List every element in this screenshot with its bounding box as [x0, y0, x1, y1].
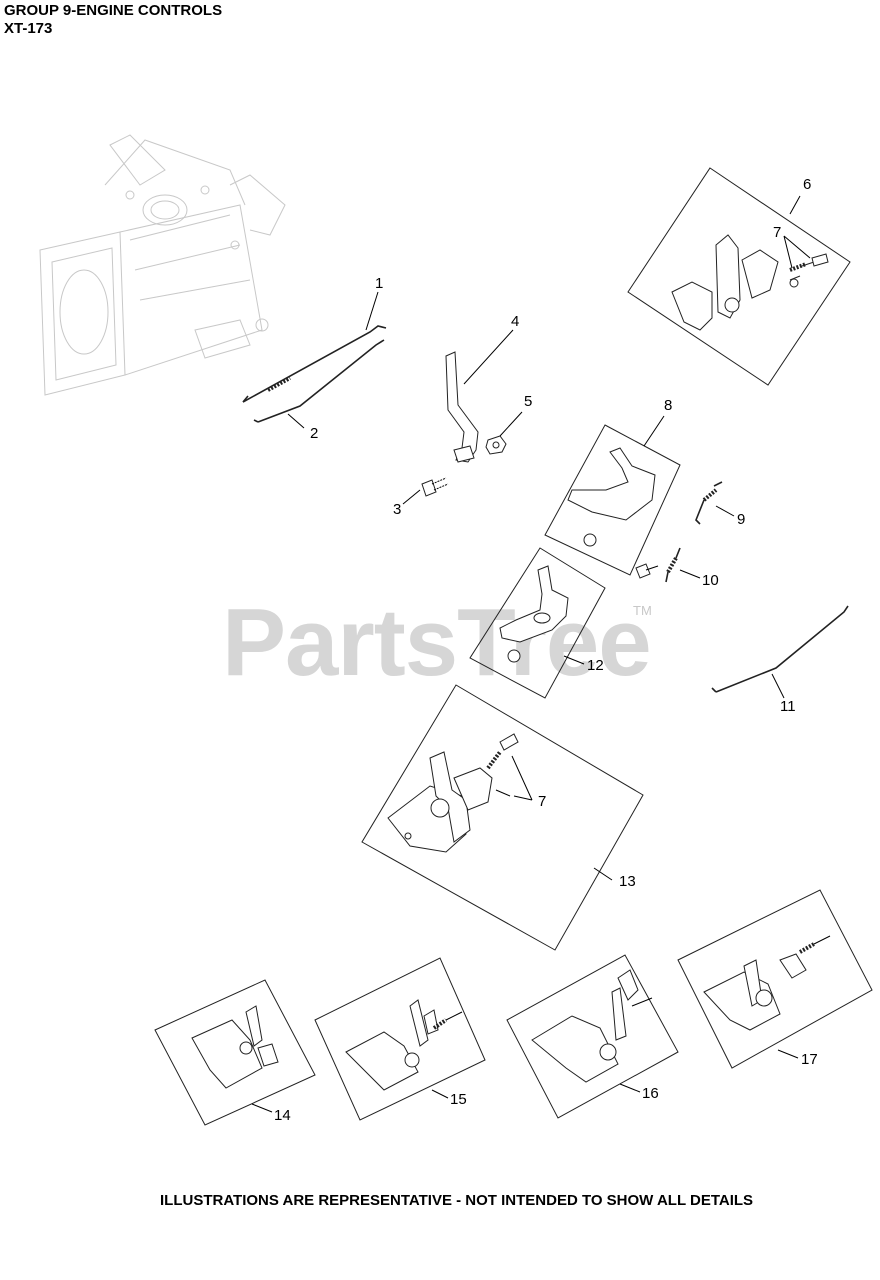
control-plate-assembly-part-14 [154, 979, 316, 1126]
callout-5: 5 [524, 393, 532, 410]
clamp-bolt-part-3 [421, 477, 449, 497]
callout-1: 1 [375, 275, 383, 292]
engine-block-outline [39, 134, 286, 396]
callout-3: 3 [393, 501, 401, 518]
callout-13: 13 [619, 873, 636, 890]
choke-rod-part-11 [711, 605, 849, 693]
diagram-group-title: GROUP 9-ENGINE CONTROLS [4, 2, 223, 19]
callout-17: 17 [801, 1051, 818, 1068]
governor-spring-part-9 [695, 481, 723, 525]
screw-and-spring-part-10 [635, 547, 681, 583]
callout-2: 2 [310, 425, 318, 442]
callout-6: 6 [803, 176, 811, 193]
hex-nut-part-5 [485, 435, 507, 455]
control-bracket-assembly-part-6 [627, 167, 851, 386]
control-plate-assembly-part-13 [361, 684, 644, 951]
trademark-symbol: TM [633, 603, 652, 618]
callout-11: 11 [780, 698, 796, 715]
parts-tree-watermark: PartsTree [222, 589, 652, 696]
governor-lever-part-4 [445, 351, 479, 463]
callout-12: 12 [587, 657, 604, 674]
callout-15: 15 [450, 1091, 467, 1108]
callout-4: 4 [511, 313, 519, 330]
control-plate-assembly-part-16 [506, 954, 679, 1119]
callout-7-lower: 7 [538, 793, 546, 810]
diagram-code: XT-173 [4, 20, 53, 37]
control-plate-assembly-part-15 [314, 957, 486, 1121]
disclaimer-footer: ILLUSTRATIONS ARE REPRESENTATIVE - NOT I… [160, 1192, 754, 1209]
callout-10: 10 [702, 572, 719, 589]
governor-rod-part-2 [253, 339, 385, 423]
callout-8: 8 [664, 397, 672, 414]
control-bracket-part-8 [544, 424, 681, 576]
callout-16: 16 [642, 1085, 659, 1102]
callout-7-upper: 7 [773, 224, 781, 241]
throttle-bracket-part-12 [469, 547, 606, 699]
governor-spring-rod-part-1 [242, 325, 387, 403]
callout-14: 14 [274, 1107, 291, 1124]
callout-leader-lines [251, 195, 811, 1113]
callout-9: 9 [737, 511, 745, 528]
control-plate-assembly-part-17 [677, 889, 873, 1069]
